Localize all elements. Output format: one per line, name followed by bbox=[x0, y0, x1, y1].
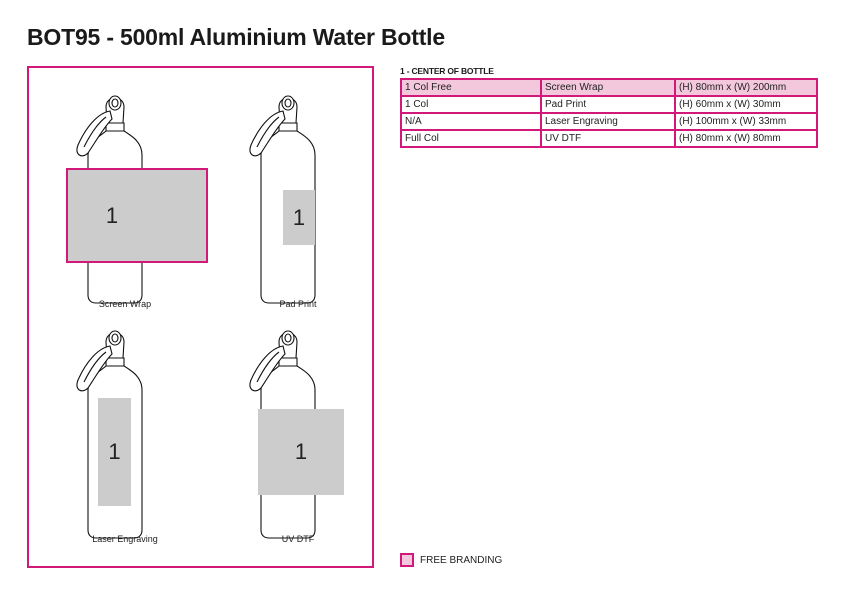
view-screen-wrap: 1 Screen Wrap bbox=[54, 83, 224, 333]
print-area-screen-wrap: 1 bbox=[66, 168, 208, 263]
legend-label: FREE BRANDING bbox=[420, 554, 503, 566]
table-row: 1 Col Pad Print (H) 60mm x (W) 30mm bbox=[400, 95, 818, 114]
table-row: Full Col UV DTF (H) 80mm x (W) 80mm bbox=[400, 129, 818, 148]
print-area-uv-dtf: 1 bbox=[258, 409, 344, 495]
legend-swatch bbox=[400, 553, 414, 567]
view-label: Screen Wrap bbox=[98, 299, 152, 309]
method-cell: Pad Print bbox=[540, 95, 676, 114]
branding-cell: 1 Col bbox=[400, 95, 542, 114]
method-cell: Laser Engraving bbox=[540, 112, 676, 131]
size-cell: (H) 60mm x (W) 30mm bbox=[674, 95, 818, 114]
branding-cell: Full Col bbox=[400, 129, 542, 148]
view-uv-dtf: 1 UV DTF bbox=[227, 318, 397, 568]
view-label: Pad Print bbox=[279, 299, 317, 309]
size-cell: (H) 80mm x (W) 80mm bbox=[674, 129, 818, 148]
print-position-number: 1 bbox=[294, 439, 308, 464]
print-position-number: 1 bbox=[292, 204, 306, 230]
decoration-views-panel: 1 Screen Wrap 1 Pad Print 1 Laser Engrav… bbox=[27, 66, 374, 568]
branding-cell: N/A bbox=[400, 112, 542, 131]
branding-spec-table: 1 Col Free Screen Wrap (H) 80mm x (W) 20… bbox=[400, 78, 818, 148]
branding-cell: 1 Col Free bbox=[400, 78, 542, 97]
print-position-number: 1 bbox=[108, 439, 121, 464]
section-heading: 1 - CENTER OF BOTTLE bbox=[400, 66, 494, 76]
view-label: UV DTF bbox=[281, 534, 315, 544]
page-title: BOT95 - 500ml Aluminium Water Bottle bbox=[27, 24, 445, 50]
view-laser-engraving: 1 Laser Engraving bbox=[54, 318, 224, 568]
free-branding-legend: FREE BRANDING bbox=[400, 553, 502, 567]
size-cell: (H) 80mm x (W) 200mm bbox=[674, 78, 818, 97]
view-pad-print: 1 Pad Print bbox=[227, 83, 397, 333]
print-position-number: 1 bbox=[105, 202, 119, 228]
print-area-pad-print: 1 bbox=[283, 190, 315, 245]
print-area-laser-engraving: 1 bbox=[98, 398, 131, 506]
method-cell: UV DTF bbox=[540, 129, 676, 148]
table-row: N/A Laser Engraving (H) 100mm x (W) 33mm bbox=[400, 112, 818, 131]
method-cell: Screen Wrap bbox=[540, 78, 676, 97]
table-row: 1 Col Free Screen Wrap (H) 80mm x (W) 20… bbox=[400, 78, 818, 97]
bottle-illustration bbox=[76, 330, 143, 539]
size-cell: (H) 100mm x (W) 33mm bbox=[674, 112, 818, 131]
view-label: Laser Engraving bbox=[92, 534, 158, 544]
